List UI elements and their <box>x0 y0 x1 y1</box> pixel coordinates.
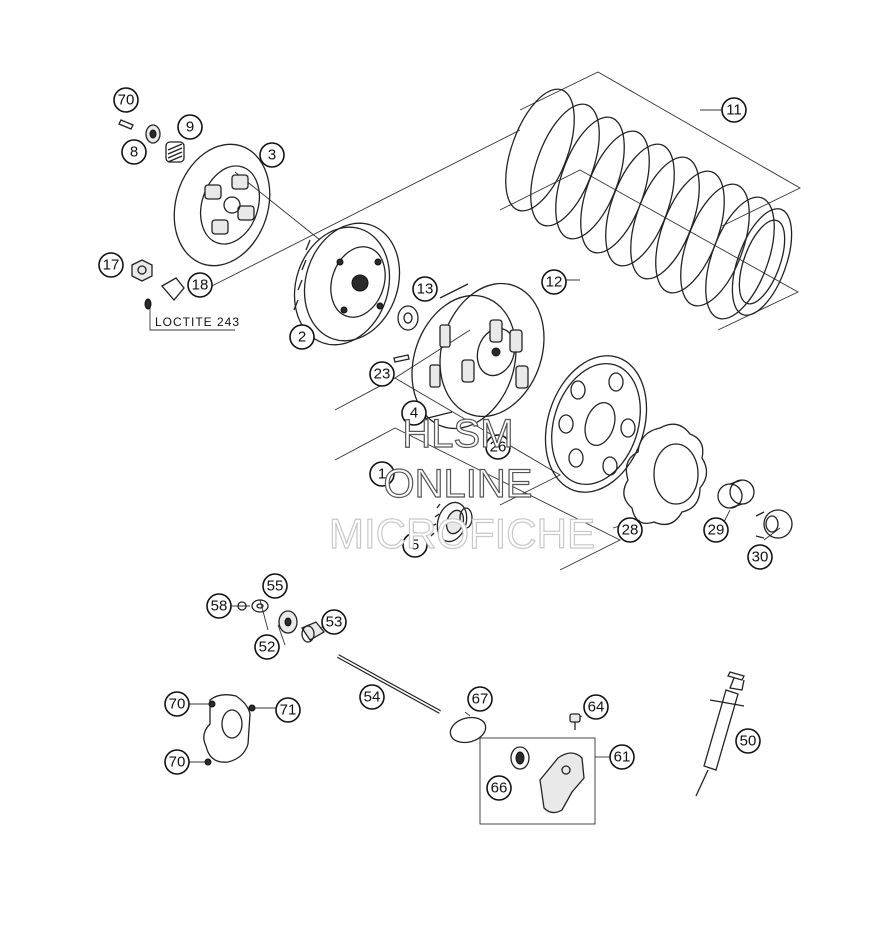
callout-label: 23 <box>374 366 391 383</box>
callout-13[interactable]: 13 <box>412 276 438 302</box>
callout-54[interactable]: 54 <box>359 684 385 710</box>
callout-label: 28 <box>622 522 639 539</box>
callout-66[interactable]: 66 <box>486 775 512 801</box>
loctite-note: LOCTITE 243 <box>155 315 240 329</box>
callout-label: 2 <box>298 329 306 346</box>
pin <box>393 354 410 363</box>
callout-17[interactable]: 17 <box>98 252 124 278</box>
callout-52[interactable]: 52 <box>254 634 280 660</box>
callout-label: 53 <box>326 614 343 631</box>
callout-58[interactable]: 58 <box>206 593 232 619</box>
callout-23[interactable]: 23 <box>369 361 395 387</box>
callout-label: 54 <box>364 689 381 706</box>
callout-label: 61 <box>614 749 631 766</box>
callout-label: 5 <box>411 537 419 554</box>
callout-18[interactable]: 18 <box>187 272 213 298</box>
callout-label: 70 <box>169 696 186 713</box>
callout-61[interactable]: 61 <box>609 744 635 770</box>
callout-label: 70 <box>169 754 186 771</box>
bolt <box>118 119 134 130</box>
callout-label: 30 <box>752 549 769 566</box>
callout-label: 18 <box>192 277 209 294</box>
callout-12[interactable]: 12 <box>541 269 567 295</box>
callout-9[interactable]: 9 <box>177 114 203 140</box>
callout-11[interactable]: 11 <box>721 97 747 123</box>
watermark-line2: ONLINE <box>384 462 533 506</box>
callout-70-cover-bottom[interactable]: 70 <box>164 749 190 775</box>
inner-hub <box>293 222 401 346</box>
callout-26[interactable]: 26 <box>485 434 511 460</box>
screw-64 <box>569 713 581 730</box>
needle-bearing <box>717 479 755 509</box>
callout-64[interactable]: 64 <box>583 694 609 720</box>
wavy-washer <box>623 423 708 526</box>
callout-2[interactable]: 2 <box>289 324 315 350</box>
callout-label: 11 <box>726 102 742 119</box>
callout-label: 12 <box>546 274 563 291</box>
callout-label: 71 <box>280 702 297 719</box>
callout-50[interactable]: 50 <box>735 728 761 754</box>
callout-3[interactable]: 3 <box>259 142 285 168</box>
watermark-line1: HLSM <box>402 412 513 456</box>
nut <box>131 259 153 310</box>
bearing-52 <box>278 610 298 634</box>
washer-55 <box>251 599 269 613</box>
callout-1[interactable]: 1 <box>369 461 395 487</box>
pressure-plate <box>173 143 271 267</box>
seal-66 <box>510 746 530 770</box>
callout-4[interactable]: 4 <box>401 400 427 426</box>
callout-label: 13 <box>417 281 434 298</box>
callout-label: 58 <box>211 598 228 615</box>
washer <box>145 124 161 144</box>
callout-label: 70 <box>118 92 135 109</box>
clutch-plate-stack <box>505 88 793 320</box>
driven-gear <box>544 355 648 493</box>
callout-67[interactable]: 67 <box>467 686 493 712</box>
callout-29[interactable]: 29 <box>703 517 729 543</box>
callout-28[interactable]: 28 <box>617 517 643 543</box>
callout-label: 9 <box>186 119 194 136</box>
callout-30[interactable]: 30 <box>747 544 773 570</box>
syringe-50 <box>695 671 745 797</box>
callout-53[interactable]: 53 <box>321 609 347 635</box>
callout-label: 64 <box>588 699 605 716</box>
bushing <box>755 509 793 539</box>
callout-5[interactable]: 5 <box>402 532 428 558</box>
callout-label: 52 <box>259 639 276 656</box>
primary-gear <box>430 501 473 543</box>
o-ring-67 <box>449 716 487 744</box>
callout-label: 50 <box>740 733 757 750</box>
callout-label: 8 <box>130 144 138 161</box>
callout-label: 1 <box>378 466 386 483</box>
callout-label: 4 <box>410 405 418 422</box>
push-rod <box>337 654 441 714</box>
callout-label: 26 <box>490 439 507 456</box>
clutch-lever-61 <box>539 752 585 814</box>
callout-label: 17 <box>103 257 120 274</box>
lock-washer <box>160 277 185 302</box>
callout-label: 29 <box>708 522 725 539</box>
callout-70-top[interactable]: 70 <box>113 87 139 113</box>
callout-71[interactable]: 71 <box>275 697 301 723</box>
thrust-washer <box>397 305 419 331</box>
callout-label: 67 <box>472 691 489 708</box>
callout-label: 66 <box>491 780 508 797</box>
callout-55[interactable]: 55 <box>262 573 288 599</box>
callout-70-cover-top[interactable]: 70 <box>164 691 190 717</box>
spring <box>165 141 185 163</box>
callout-8[interactable]: 8 <box>121 139 147 165</box>
watermark-line3: MICROFICHE <box>329 510 595 557</box>
watermark: HLSM ONLINE MICROFICHE <box>328 411 595 557</box>
o-ring-small <box>237 601 247 611</box>
pressure-piece-53 <box>301 621 325 643</box>
cover-gasket <box>203 694 256 766</box>
callout-label: 3 <box>268 147 276 164</box>
callout-label: 55 <box>267 578 284 595</box>
